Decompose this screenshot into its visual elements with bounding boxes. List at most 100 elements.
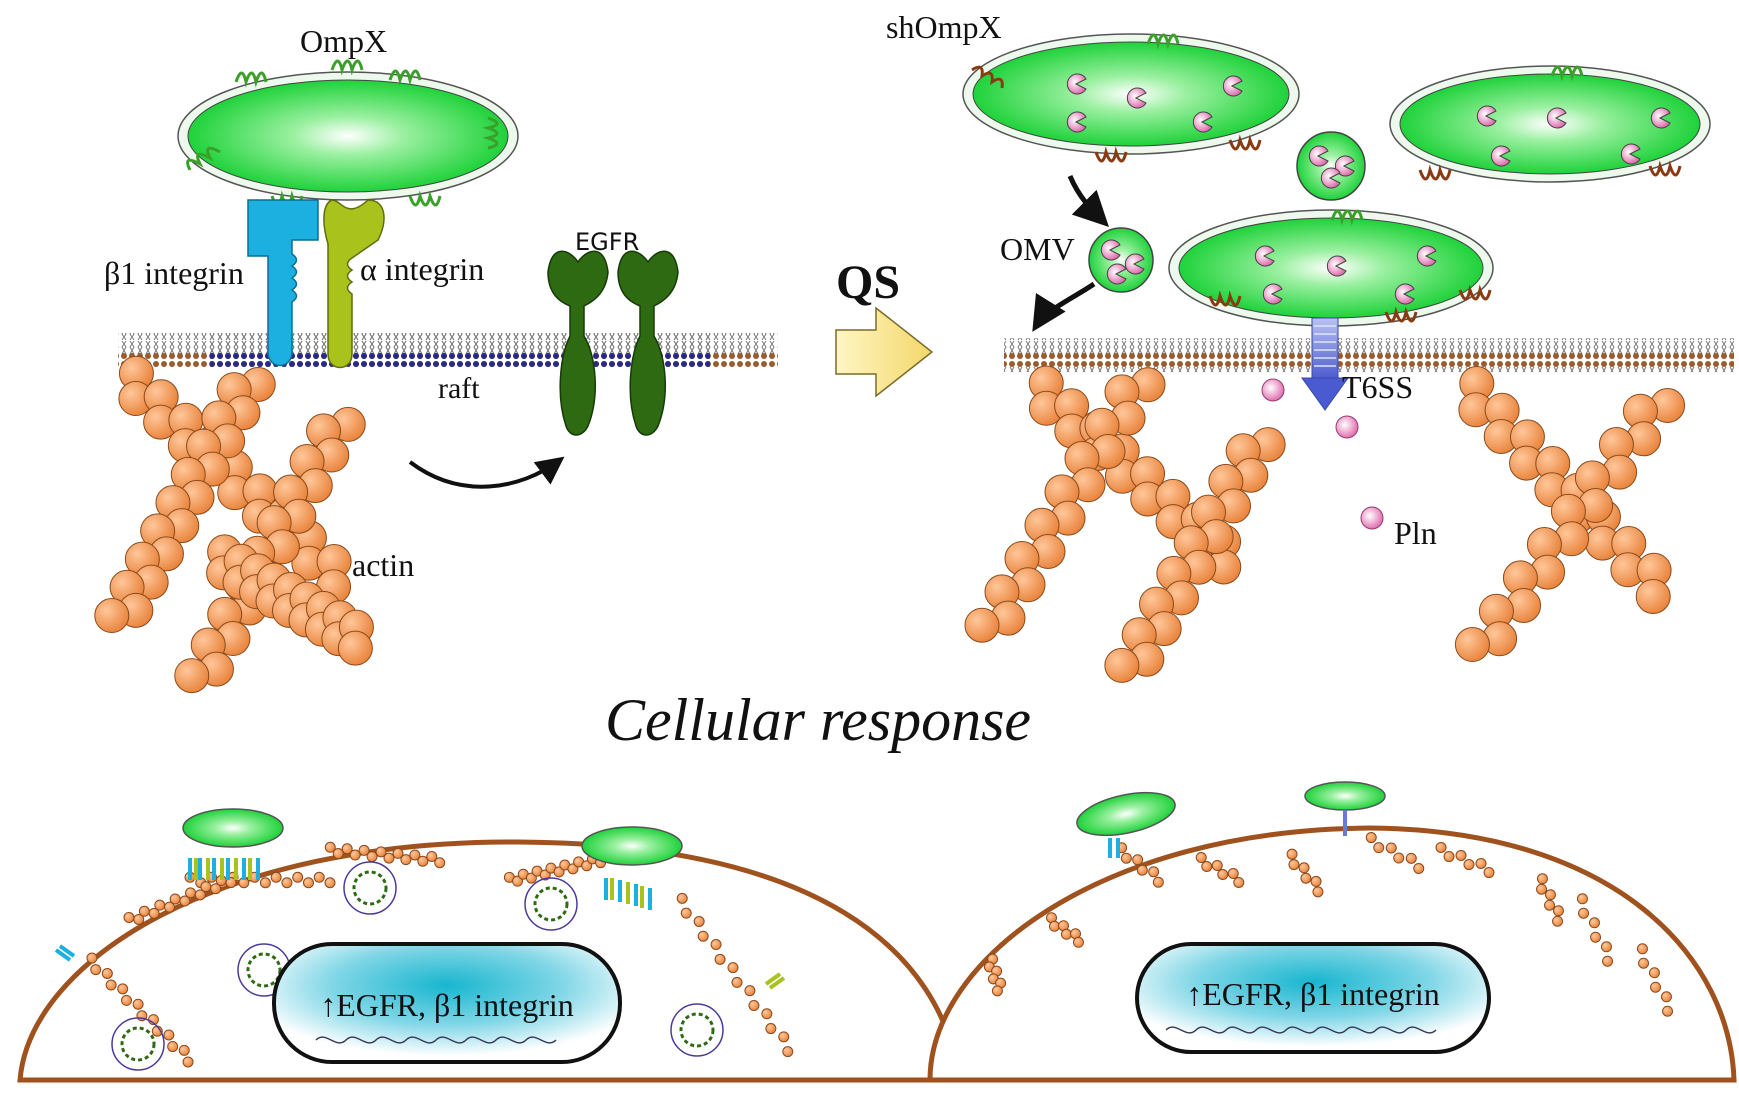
nucleus-right: ↑EGFR, β1 integrin — [1135, 942, 1491, 1054]
actin-monomer — [714, 953, 726, 965]
actin-monomer — [138, 905, 150, 917]
actin-monomer — [178, 1044, 190, 1056]
top-right-panel — [962, 33, 1734, 683]
actin-monomer — [324, 877, 336, 889]
actin-monomer — [358, 844, 370, 856]
actin-monomer — [182, 1056, 194, 1068]
actin-monomer — [167, 1041, 179, 1053]
nucleus-right-label: ↑EGFR, β1 integrin — [1186, 976, 1440, 1012]
label-cellular-response: Cellular response — [605, 687, 1031, 753]
top-left-panel — [94, 59, 778, 694]
actin-monomer — [1060, 928, 1072, 940]
egfr-receptors — [547, 250, 679, 436]
actin-monomer — [1211, 860, 1223, 872]
actin-monomer — [1536, 883, 1548, 895]
actin-monomer — [1600, 941, 1612, 953]
plasma-membrane-right — [1004, 338, 1734, 372]
actin-monomer — [1483, 867, 1495, 879]
actin-monomer — [991, 985, 1003, 997]
actin-monomer — [332, 848, 344, 860]
pln-effector-icon — [1326, 255, 1347, 277]
pln-effector-icon — [1416, 245, 1437, 267]
pln-effector-icon — [1320, 167, 1341, 189]
actin-monomer — [400, 854, 412, 866]
cell-left-actin — [86, 841, 794, 1068]
actin-monomer — [434, 857, 446, 869]
actin-monomer — [1048, 920, 1060, 932]
actin-monomer — [302, 877, 314, 889]
actin-monomer — [1588, 917, 1600, 929]
actin-monomer — [765, 1023, 777, 1035]
actin-monomer — [1635, 578, 1671, 614]
actin-monomer — [259, 877, 271, 889]
lipid-raft — [210, 333, 710, 367]
actin-monomer — [1288, 859, 1300, 871]
actin-monomer — [1552, 915, 1564, 927]
shompx-green-proteins — [1146, 33, 1584, 226]
endosome-icons — [111, 861, 724, 1071]
actin-monomer — [349, 849, 361, 861]
actin-monomer — [1217, 868, 1229, 880]
actin-monomer — [163, 901, 175, 913]
actin-monomer — [748, 999, 760, 1011]
actin-monomer — [697, 930, 709, 942]
actin-monomer — [964, 607, 1000, 643]
actin-monomer — [1195, 852, 1207, 864]
actin-monomer — [761, 1008, 773, 1020]
actin-monomer — [324, 841, 336, 853]
actin-monomer — [1286, 848, 1298, 860]
actin-monomer — [1104, 647, 1140, 683]
beta1-integrin — [247, 199, 319, 367]
actin-monomer — [270, 871, 282, 883]
pln-effector-icon — [1620, 143, 1641, 165]
actin-monomer — [194, 889, 206, 901]
actin-monomer — [417, 855, 429, 867]
pln-effector-icon — [1066, 111, 1087, 133]
actin-monomer — [1443, 851, 1455, 863]
cell-right-actin — [983, 832, 1674, 1017]
actin-monomer — [117, 983, 129, 995]
omv-fusion-arrow — [1032, 281, 1096, 332]
label-egfr: EGFR — [575, 228, 639, 256]
actin-monomer — [1636, 943, 1648, 955]
label-actin: actin — [352, 547, 414, 583]
cell-left-bacteria — [182, 808, 683, 866]
pln-effector-icon — [1394, 283, 1415, 305]
actin-monomer — [1576, 893, 1588, 905]
actin-monomer — [383, 852, 395, 864]
cell-left: ↑EGFR, β1 integrin — [17, 808, 963, 1083]
actin-monomer — [90, 964, 102, 976]
actin-monomer — [1578, 907, 1590, 919]
actin-monomer — [133, 913, 145, 925]
pln-effector-icon — [1100, 239, 1121, 261]
actin-monomer — [101, 967, 113, 979]
actin-monomer — [782, 1046, 794, 1058]
actin-monomer — [409, 849, 421, 861]
actin-monomer — [1638, 957, 1650, 969]
actin-monomer — [1650, 981, 1662, 993]
actin-monomer — [1072, 936, 1084, 948]
actin-monomer — [426, 850, 438, 862]
actin-monomer — [1662, 1005, 1674, 1017]
label-alpha-integrin: α integrin — [360, 251, 484, 287]
actin-monomer — [200, 881, 212, 893]
actin-monomer — [281, 877, 293, 889]
actin-monomer — [1310, 875, 1322, 887]
actin-monomer — [94, 598, 130, 634]
label-pln: Pln — [1394, 515, 1437, 551]
actin-monomer — [1536, 873, 1548, 885]
actin-monomer — [1602, 955, 1614, 967]
pln-effector-icon — [1106, 263, 1127, 285]
actin-monomer — [1312, 886, 1324, 898]
t6ss-injection-icon — [1301, 317, 1349, 411]
actin-monomer — [1298, 862, 1310, 874]
actin-monomer — [366, 851, 378, 863]
pln-effector-icon — [1124, 253, 1145, 275]
label-ompx: OmpX — [300, 23, 387, 59]
actin-monomer — [225, 877, 237, 889]
pln-effector-icon — [1334, 155, 1355, 177]
actin-monomer — [1201, 860, 1213, 872]
actin-monomer — [1648, 967, 1660, 979]
pln-effector-icon — [1254, 245, 1275, 267]
